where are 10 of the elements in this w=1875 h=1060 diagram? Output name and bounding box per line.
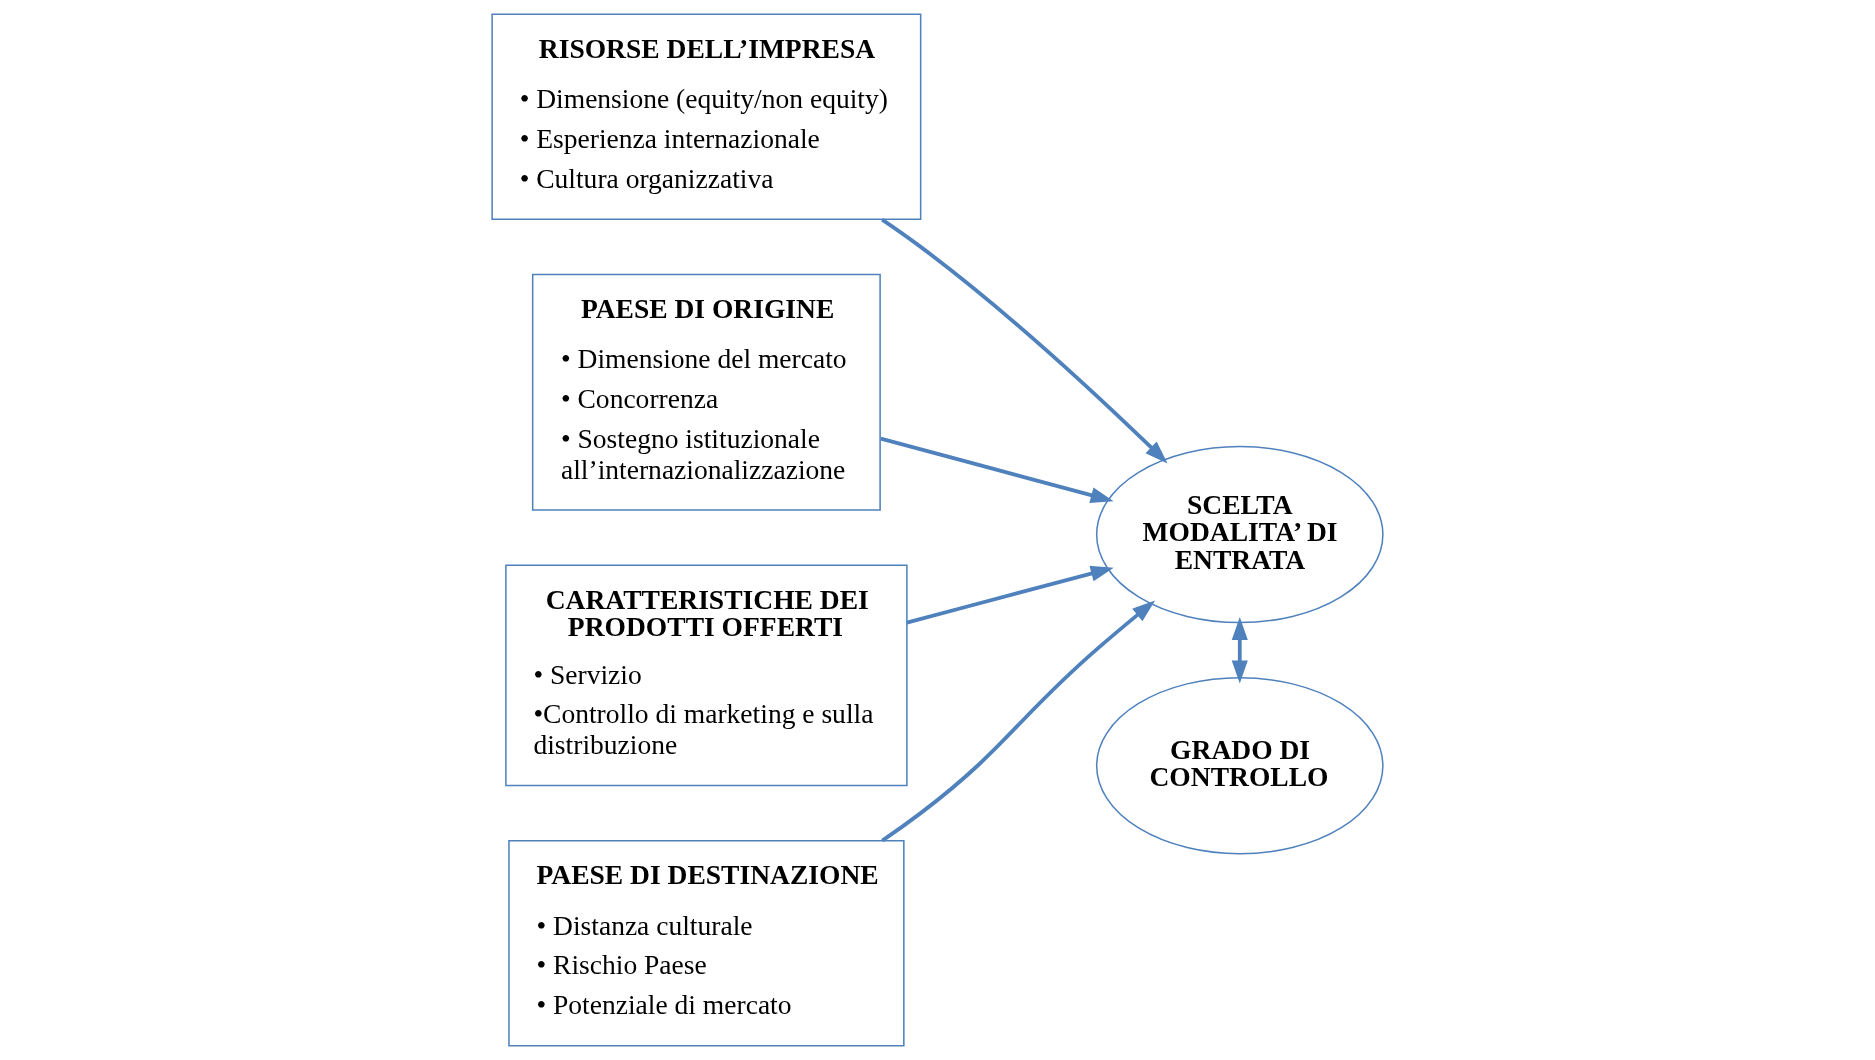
node-box: PAESE DI ORIGINE • Dimensione del mercato • Concorrenza • Sostegno istituzionale all’internazionalizzazione: [531, 273, 881, 511]
arrow: [906, 565, 1114, 625]
arrow: [881, 217, 1168, 464]
arrow: [1231, 617, 1248, 684]
node-ellipse: GRADO DI CONTROLLO: [1095, 676, 1384, 855]
node-box: RISORSE DELL’IMPRESA • Dimensione (equity/non equity) • Esperienza internazionale • Cultura organizzativa: [491, 13, 922, 221]
node-box: CARATTERISTICHE DEI PRODOTTI OFFERTI • Servizio •Controllo di marketing e sulla distribuzione: [505, 564, 908, 787]
arrow: [880, 436, 1114, 503]
arrow: [881, 600, 1156, 843]
node-box: PAESE DI DESTINAZIONE • Distanza culturale • Rischio Paese • Potenziale di mercato: [508, 839, 905, 1047]
